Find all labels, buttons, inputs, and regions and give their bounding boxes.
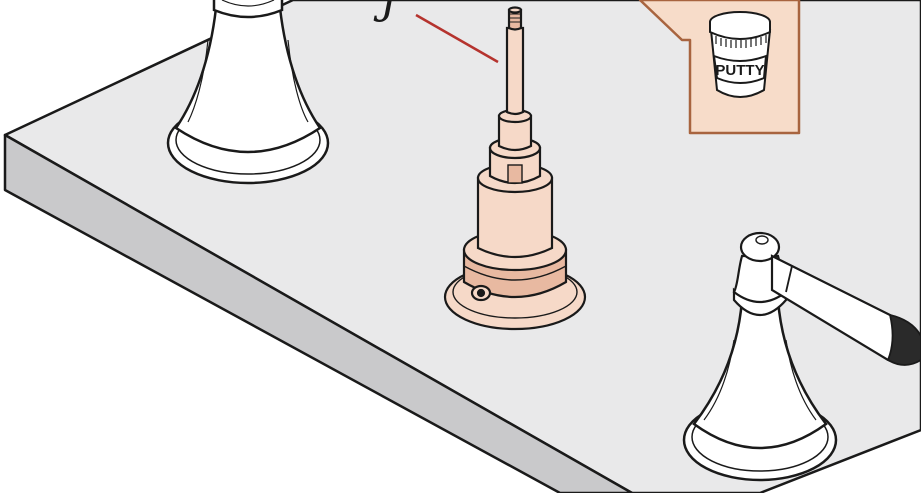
right-cone-highlight: [703, 339, 735, 421]
jar-ribs: [715, 35, 767, 48]
stem-spline-top: [507, 6, 523, 14]
handle-lever-tip: [886, 313, 921, 366]
cartridge-stem: [505, 26, 525, 116]
cartridge-body: [476, 176, 554, 258]
handle-dome: [739, 231, 781, 263]
left-cone-highlight-2: [287, 39, 309, 123]
left-cone-body: [174, 6, 322, 154]
stem-spline-tip: [507, 8, 523, 31]
handle-finial: [755, 235, 769, 245]
valve-cartridge: [443, 6, 587, 331]
putty-jar-label: PUTTY: [715, 62, 764, 79]
putty-jar: [709, 11, 772, 98]
jar-label-band: [712, 54, 768, 84]
right-cone-body: [692, 298, 828, 450]
lock-nut-ridge: [463, 265, 567, 281]
putty-inset: PUTTY: [638, 0, 801, 135]
callout-leader-line: [415, 13, 499, 64]
right-handle-valve: [682, 231, 921, 482]
cartridge-bonnet: [497, 114, 533, 152]
deck-front-face: [3, 133, 634, 493]
left-cone-highlight: [187, 39, 209, 123]
right-cone-highlight-2: [785, 339, 817, 421]
handle-lever-band: [785, 265, 793, 293]
left-spout-base: [166, 0, 330, 185]
left-cone-collar: [212, 0, 284, 19]
set-screw-socket: [476, 288, 486, 298]
collar-slot: [507, 164, 523, 184]
jar-lid-rim: [709, 22, 771, 40]
left-cone-collar-line: [221, 0, 275, 7]
